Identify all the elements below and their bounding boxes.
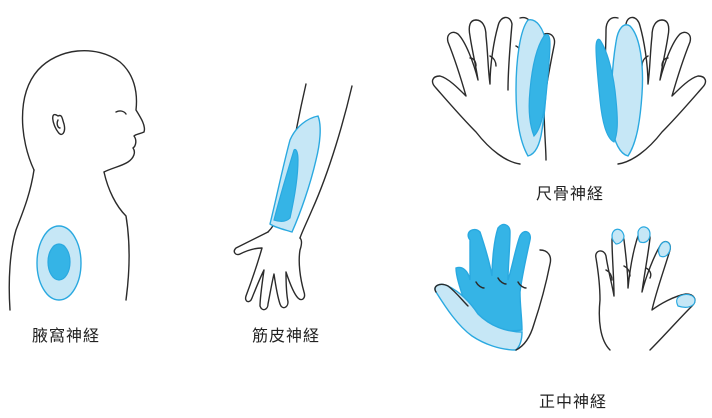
median-nerve-label: 正中神経 <box>539 388 607 412</box>
axillary-nerve-label: 腋窩神経 <box>32 322 100 346</box>
axillary-zone <box>37 226 81 300</box>
axillary-inner-zone <box>48 244 70 280</box>
ulnar-nerve-label: 尺骨神経 <box>536 180 604 204</box>
median-middle-tip-zone <box>638 227 650 243</box>
ulnar-hands <box>433 17 706 164</box>
median-thumb-tip-zone <box>677 294 695 307</box>
median-hands <box>435 225 695 350</box>
forearm-figure <box>234 84 352 310</box>
musculocutaneous-nerve-label: 筋皮神経 <box>252 322 320 346</box>
median-index-tip-zone <box>612 229 624 244</box>
